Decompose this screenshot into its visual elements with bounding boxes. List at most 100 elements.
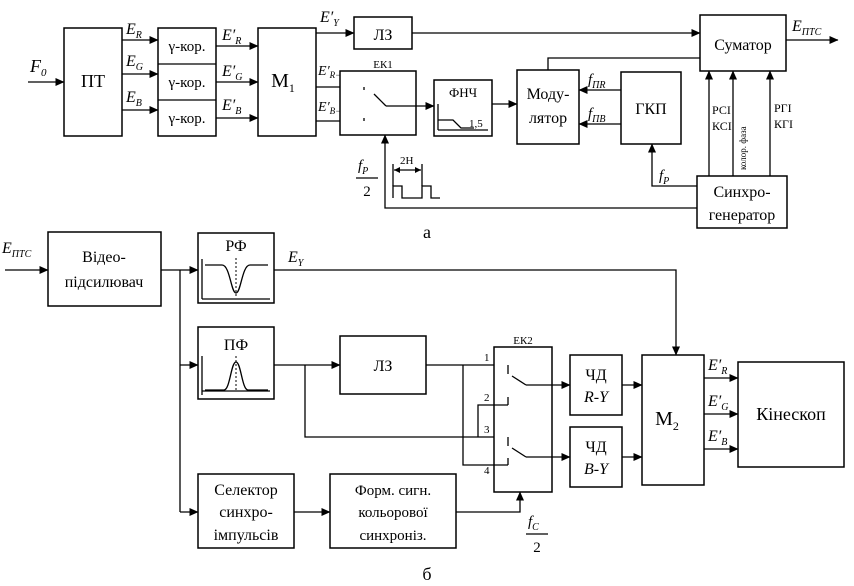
- label-f0: F0: [29, 56, 47, 79]
- svg-text:R-Y: R-Y: [583, 389, 610, 406]
- wire-pf-direct: [304, 365, 508, 438]
- label-rsi: РСІ: [712, 103, 731, 117]
- label-eptc-out: EПТС: [791, 18, 822, 38]
- svg-text:E′G: E′G: [221, 63, 243, 83]
- svg-text:fC: fC: [528, 514, 539, 533]
- svg-text:EПТС: EПТС: [1, 240, 32, 260]
- block-gkp: ГКП: [620, 71, 682, 145]
- caption-a: а: [423, 222, 431, 242]
- svg-text:2: 2: [533, 540, 541, 556]
- svg-text:РФ: РФ: [225, 238, 246, 255]
- svg-text:E′B−Y: E′B−Y: [317, 100, 347, 116]
- block-lz-a: ЛЗ: [353, 16, 413, 50]
- svg-text:γ-кор.: γ-кор.: [168, 111, 206, 127]
- svg-text:γ-кор.: γ-кор.: [168, 39, 206, 55]
- wire-form-ek2: [456, 491, 524, 513]
- label-kgi: КГІ: [774, 117, 793, 131]
- label-ebp: E′B: [221, 97, 241, 117]
- block-pf: ПФ: [197, 326, 275, 400]
- block-kineskop: Кінескоп: [737, 361, 845, 468]
- svg-text:EB: EB: [125, 89, 142, 109]
- svg-text:E′R−Y: E′R−Y: [317, 64, 347, 80]
- svg-text:E′R: E′R: [221, 27, 241, 47]
- label-ey-b: EY: [287, 249, 305, 269]
- label-erp-b: E′R: [707, 357, 727, 377]
- svg-text:2: 2: [363, 184, 371, 200]
- svg-text:EG: EG: [125, 53, 143, 73]
- label-fp-right: fP: [659, 168, 669, 187]
- svg-text:ЧД: ЧД: [585, 367, 606, 384]
- block-selector: Селектор синхро- імпульсів: [197, 473, 295, 549]
- svg-text:E′B: E′B: [221, 97, 241, 117]
- svg-text:генератор: генератор: [709, 207, 776, 224]
- block-syncgen: Синхро- генератор: [696, 175, 788, 229]
- block-m1: M1: [257, 27, 317, 137]
- label-rgi: РГІ: [774, 101, 792, 115]
- svg-text:1,5: 1,5: [469, 118, 483, 130]
- svg-text:Моду-: Моду-: [527, 86, 570, 103]
- block-ek2: ЕК2 1 2 3 4: [462, 335, 553, 493]
- svg-text:F0: F0: [29, 56, 47, 79]
- caption-b: б: [422, 564, 431, 584]
- label-ey: E′Y: [319, 9, 340, 29]
- label-er: ER: [125, 21, 142, 41]
- label-ebp-b: E′B: [707, 428, 727, 448]
- svg-text:Форм. сигн.: Форм. сигн.: [355, 483, 431, 499]
- svg-text:імпульсів: імпульсів: [214, 527, 279, 544]
- svg-text:Синхро-: Синхро-: [713, 184, 770, 201]
- svg-text:синхроніз.: синхроніз.: [359, 528, 426, 544]
- block-rf: РФ: [197, 232, 275, 304]
- svg-text:E′G: E′G: [707, 393, 729, 413]
- svg-text:ЛЗ: ЛЗ: [374, 358, 393, 375]
- block-form: Форм. сигн. кольорової синхроніз.: [329, 473, 457, 549]
- block-lz-b: ЛЗ: [339, 335, 427, 395]
- svg-text:M1: M1: [271, 70, 295, 95]
- wire-mod-sumator: [547, 54, 711, 70]
- label-ery: E′R−Y: [317, 64, 347, 80]
- label-egp-b: E′G: [707, 393, 729, 413]
- svg-text:EY: EY: [287, 249, 305, 269]
- block-fnch: ФНЧ 1,5: [433, 79, 493, 137]
- svg-text:синхро-: синхро-: [219, 504, 273, 521]
- svg-text:Селектор: Селектор: [214, 482, 277, 499]
- svg-text:B-Y: B-Y: [584, 461, 610, 478]
- label-eg: EG: [125, 53, 143, 73]
- label-fp-half: fP 2: [356, 158, 378, 200]
- svg-text:E′Y: E′Y: [319, 9, 340, 29]
- svg-text:4: 4: [484, 465, 490, 477]
- svg-text:2: 2: [484, 392, 490, 404]
- svg-text:ГКП: ГКП: [635, 101, 667, 118]
- block-video-amp: Відео- підсилювач: [47, 231, 162, 307]
- svg-text:fP: fP: [358, 158, 368, 177]
- label-eby: E′B−Y: [317, 100, 347, 116]
- block-modulator: Моду- лятор: [516, 69, 580, 145]
- svg-text:ФНЧ: ФНЧ: [449, 85, 478, 100]
- svg-text:Кінескоп: Кінескоп: [756, 404, 826, 424]
- svg-text:E′B: E′B: [707, 428, 727, 448]
- label-eptc-in: EПТС: [1, 240, 32, 260]
- svg-text:лятор: лятор: [529, 110, 567, 127]
- svg-text:2H: 2H: [400, 155, 414, 167]
- svg-text:M2: M2: [655, 408, 679, 433]
- svg-text:1: 1: [484, 352, 490, 364]
- svg-text:ЧД: ЧД: [585, 439, 606, 456]
- svg-text:ПТ: ПТ: [81, 71, 105, 91]
- svg-text:3: 3: [484, 424, 490, 436]
- pulse-waveform: 2H: [392, 155, 440, 199]
- block-m2: M2: [641, 354, 705, 486]
- label-erp: E′R: [221, 27, 241, 47]
- diagram-b: EПТС Відео- підсилювач РФ EY ПФ: [1, 231, 845, 584]
- svg-text:fP: fP: [659, 168, 669, 187]
- svg-text:fПR: fПR: [588, 72, 606, 91]
- svg-text:ЛЗ: ЛЗ: [374, 27, 393, 44]
- svg-text:ЕК1: ЕК1: [373, 59, 393, 71]
- label-eb: EB: [125, 89, 142, 109]
- svg-text:кольорової: кольорової: [358, 505, 428, 521]
- block-chd-ry: ЧД R-Y: [569, 354, 623, 416]
- svg-text:ПФ: ПФ: [224, 337, 248, 354]
- wire-fp2-ek1: [381, 134, 697, 209]
- label-fpb: fПB: [588, 106, 606, 125]
- svg-text:ER: ER: [125, 21, 142, 41]
- label-fc-half: fC 2: [526, 514, 548, 556]
